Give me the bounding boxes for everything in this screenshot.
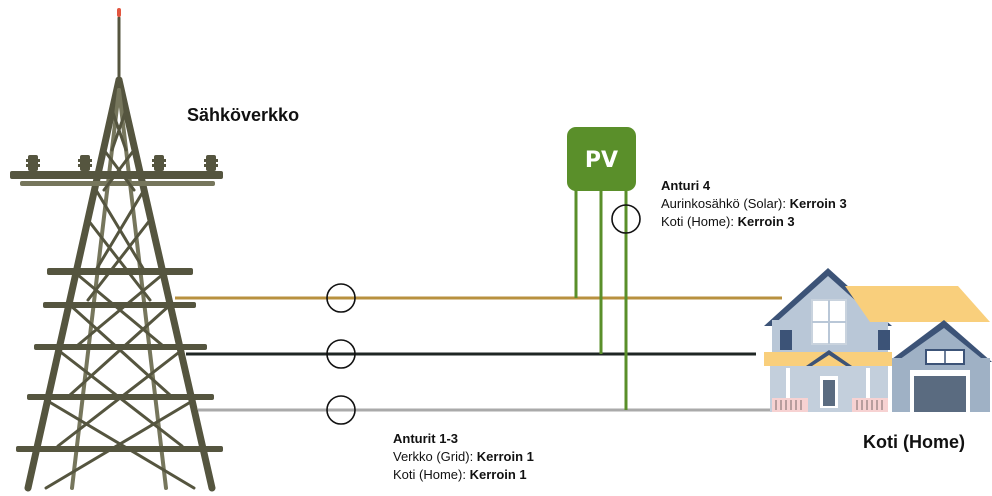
grid-label: Sähköverkko xyxy=(187,105,300,125)
pv-wires xyxy=(574,188,628,410)
sensors-1-3-home-factor: Kerroin 1 xyxy=(469,467,527,482)
sensor-4-solar-factor: Kerroin 3 xyxy=(789,196,847,211)
sensors-1-3-info: Anturit 1-3 Verkko (Grid): Kerroin 1 Kot… xyxy=(393,430,534,484)
pv-label: PV xyxy=(585,148,618,173)
sensors-1-3-title: Anturit 1-3 xyxy=(393,431,458,446)
sensors-1-3-grid-factor: Kerroin 1 xyxy=(476,449,534,464)
house-icon xyxy=(764,268,992,412)
sensor-4-circle xyxy=(611,204,641,234)
sensor-4-title: Anturi 4 xyxy=(661,178,711,193)
sensors-1-3-grid-text: Verkko (Grid): xyxy=(393,449,477,464)
sensor-4-home-text: Koti (Home): xyxy=(661,214,738,229)
sensor-1-circle xyxy=(326,283,356,313)
sensors-1-3-home-text: Koti (Home): xyxy=(393,467,470,482)
sensor-4-home-line: Koti (Home): Kerroin 3 xyxy=(661,213,847,231)
sensors-1-3-home-line: Koti (Home): Kerroin 1 xyxy=(393,466,534,484)
sensor-4-solar-text: Aurinkosähkö (Solar): xyxy=(661,196,790,211)
pv-panel: PV xyxy=(567,127,636,191)
sensor-2-circle xyxy=(326,339,356,369)
sensor-4-solar-line: Aurinkosähkö (Solar): Kerroin 3 xyxy=(661,195,847,213)
sensor-4-info: Anturi 4 Aurinkosähkö (Solar): Kerroin 3… xyxy=(661,177,847,231)
sensor-clamps xyxy=(326,204,641,425)
sensor-3-circle xyxy=(326,395,356,425)
home-label: Koti (Home) xyxy=(863,432,965,452)
sensors-1-3-grid-line: Verkko (Grid): Kerroin 1 xyxy=(393,448,534,466)
transmission-tower-icon xyxy=(10,8,223,492)
sensor-4-home-factor: Kerroin 3 xyxy=(737,214,795,229)
